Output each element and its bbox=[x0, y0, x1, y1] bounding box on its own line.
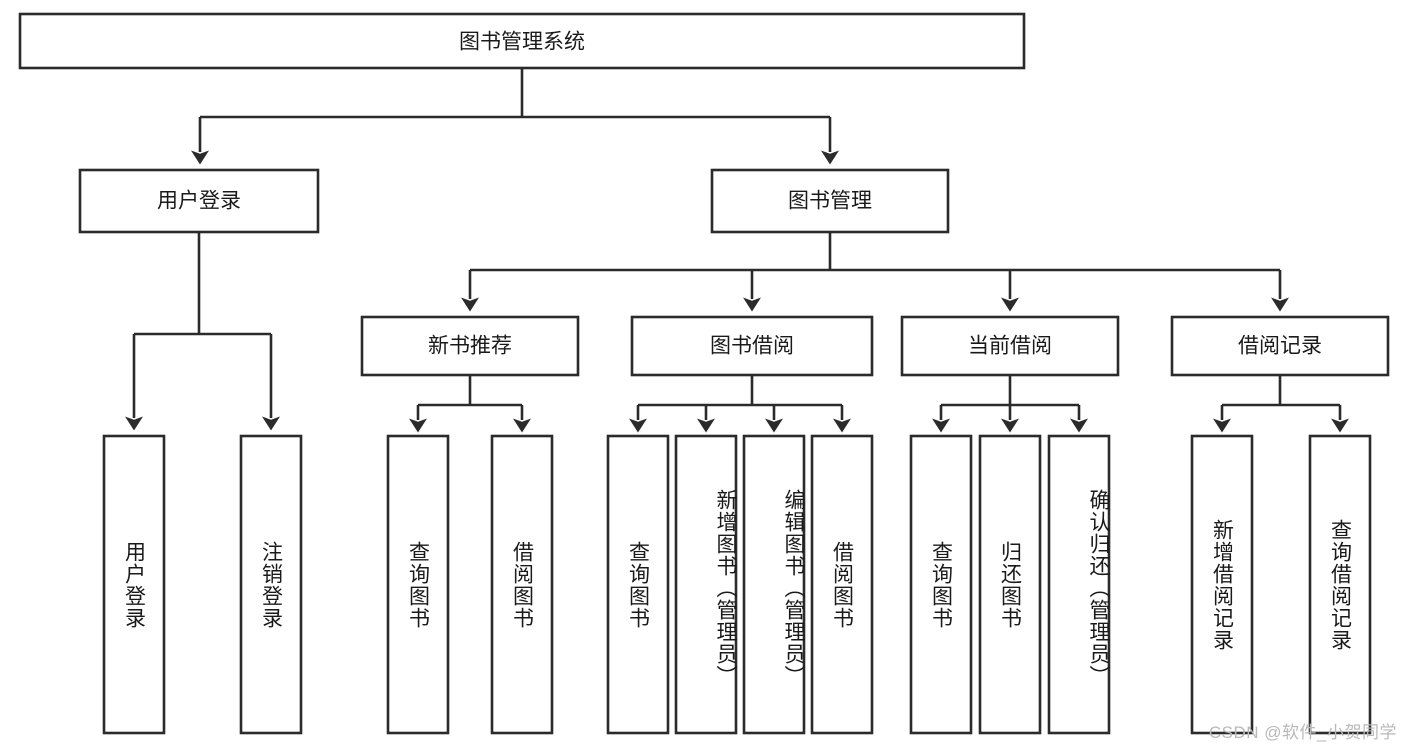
node-book-management-label: 图书管理 bbox=[788, 190, 872, 213]
leaf-box-current-borrow-0[interactable] bbox=[909, 434, 973, 735]
leaf-box-new-book-0[interactable] bbox=[386, 434, 450, 735]
leaf-box-book-borrow-2[interactable] bbox=[742, 434, 806, 735]
node-new-book-recommend[interactable]: 新书推荐 bbox=[360, 315, 580, 377]
node-root-label: 图书管理系统 bbox=[459, 31, 585, 54]
leaf-box-book-borrow-3[interactable] bbox=[810, 434, 874, 735]
connector-root-to-level1 bbox=[191, 68, 839, 165]
node-new-book-recommend-label: 新书推荐 bbox=[428, 335, 512, 358]
leaf-box-borrow-record-0[interactable] bbox=[1190, 434, 1254, 735]
node-current-borrow[interactable]: 当前借阅 bbox=[900, 315, 1120, 377]
connector-currentborrow-to-leaves bbox=[932, 375, 1088, 433]
leaf-box-new-book-1[interactable] bbox=[490, 434, 554, 735]
leaf-box-book-borrow-1[interactable] bbox=[674, 434, 738, 735]
node-book-borrow[interactable]: 图书借阅 bbox=[630, 315, 874, 377]
connector-userlogin-to-leaves bbox=[125, 232, 280, 431]
leaf-box-user-login-1[interactable] bbox=[239, 434, 303, 735]
connector-newbook-to-leaves bbox=[409, 375, 531, 433]
leaf-box-current-borrow-2[interactable] bbox=[1047, 434, 1111, 735]
node-book-management[interactable]: 图书管理 bbox=[710, 168, 950, 234]
leaf-box-user-login-0[interactable] bbox=[102, 434, 166, 735]
node-user-login[interactable]: 用户登录 bbox=[78, 168, 320, 234]
connector-bookmgmt-to-level2 bbox=[461, 232, 1289, 312]
leaf-box-book-borrow-0[interactable] bbox=[606, 434, 670, 735]
connector-borrowrecord-to-leaves bbox=[1213, 375, 1349, 433]
node-user-login-label: 用户登录 bbox=[157, 190, 241, 213]
node-borrow-record[interactable]: 借阅记录 bbox=[1170, 315, 1390, 377]
node-borrow-record-label: 借阅记录 bbox=[1238, 335, 1322, 358]
node-root[interactable]: 图书管理系统 bbox=[18, 12, 1026, 70]
node-current-borrow-label: 当前借阅 bbox=[968, 335, 1052, 358]
node-book-borrow-label: 图书借阅 bbox=[710, 335, 794, 358]
connector-bookborrow-to-leaves bbox=[629, 375, 851, 433]
leaf-box-current-borrow-1[interactable] bbox=[978, 434, 1042, 735]
leaf-box-borrow-record-1[interactable] bbox=[1308, 434, 1372, 735]
csdn-watermark: CSDN @软件_小贺同学 bbox=[1208, 723, 1397, 742]
